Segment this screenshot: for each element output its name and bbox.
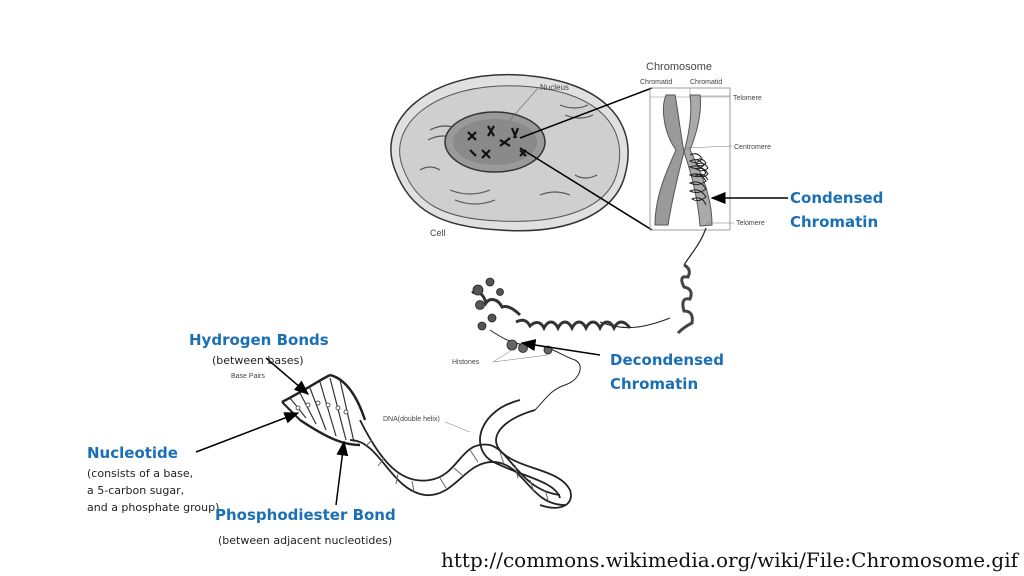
chromatid-right [683,94,713,227]
telomere-top-label: Telomere [733,95,762,102]
centromere-label: Centromere [734,144,771,151]
chromosome-title: Chromosome [646,61,712,73]
condensed-chromatin-label: Condensed Chromatin [790,189,884,231]
nucleus-label: Nucleus [540,83,569,92]
nucleotide-title: Nucleotide [87,444,178,462]
phosphodiester-bond-subtitle: (between adjacent nucleotides) [218,534,393,547]
cell-label: Cell [430,228,446,238]
annotation-arrows [195,192,788,506]
cell-illustration: Nucleus Cell [390,73,629,238]
nucleotide-arrow [195,412,300,453]
dna-double-helix: DNA(double helix) Base Pairs [231,373,572,509]
phosphodiester-bond-title: Phosphodiester Bond [215,506,396,524]
hydrogen-bonds-arrow [265,357,310,395]
telomere-bottom-label: Telomere [736,220,765,227]
zoom-lines [519,87,653,231]
chromosome-panel: Chromosome Chromatid Chromatid Telomere … [640,61,771,231]
nucleotide-description: (consists of a base, a 5-carbon sugar, a… [87,467,220,514]
chromatid-left [654,94,685,226]
chromatid-left-label: Chromatid [640,79,672,86]
histones-label: Histones [452,359,480,366]
hydrogen-bonds-title: Hydrogen Bonds [189,331,329,349]
phosphodiester-arrow [335,440,349,506]
hydrogen-bonds-subtitle: (between bases) [212,354,304,367]
decondensed-chromatin-label: Decondensed Chromatin [610,351,724,393]
chromatin-fiber: Histones [452,227,707,411]
base-pairs-label: Base Pairs [231,373,265,380]
source-url: http://commons.wikimedia.org/wiki/File:C… [441,548,1019,572]
decondensed-arrow [520,339,601,356]
dna-double-helix-label: DNA(double helix) [383,416,440,423]
chromatid-right-label: Chromatid [690,79,722,86]
